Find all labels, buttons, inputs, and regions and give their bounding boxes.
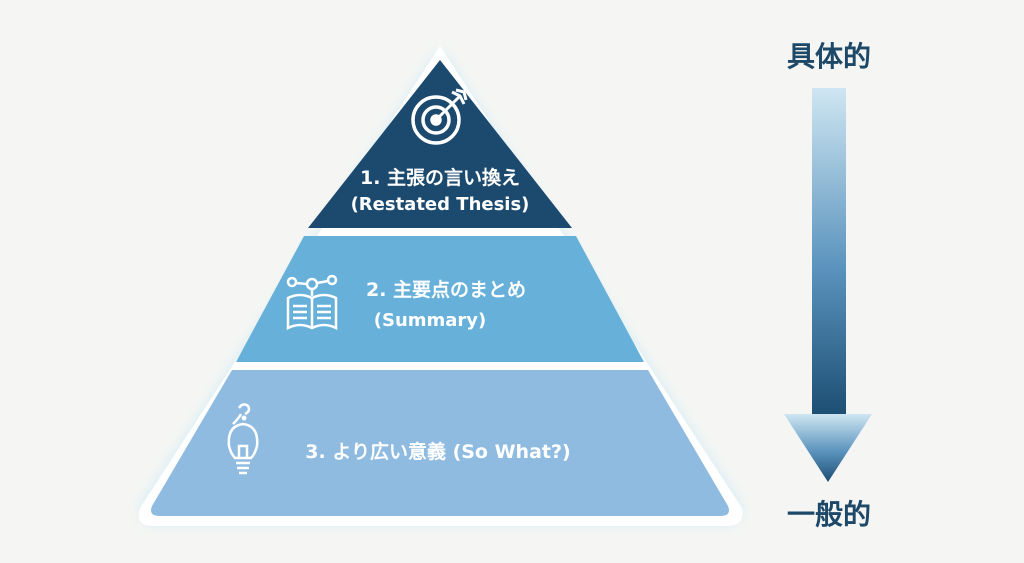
tier-3-so-what (151, 370, 729, 516)
tier-1-title: 1. 主張の言い換え (360, 166, 520, 189)
tier-2-summary (236, 236, 644, 362)
tier-3-title: 3. より広い意義 (So What?) (305, 440, 570, 463)
tier-2-subtitle: (Summary) (374, 310, 487, 331)
specific-to-general-arrow (784, 88, 872, 482)
tier-1-subtitle: (Restated Thesis) (351, 194, 530, 215)
scale-top-label: 具体的 (787, 40, 871, 73)
open-book-network-icon (286, 274, 338, 331)
scale-bottom-label: 一般的 (787, 498, 871, 531)
lightbulb-question-icon (227, 403, 259, 475)
tier-2-title: 2. 主要点のまとめ (366, 279, 526, 301)
target-icon (411, 88, 468, 145)
